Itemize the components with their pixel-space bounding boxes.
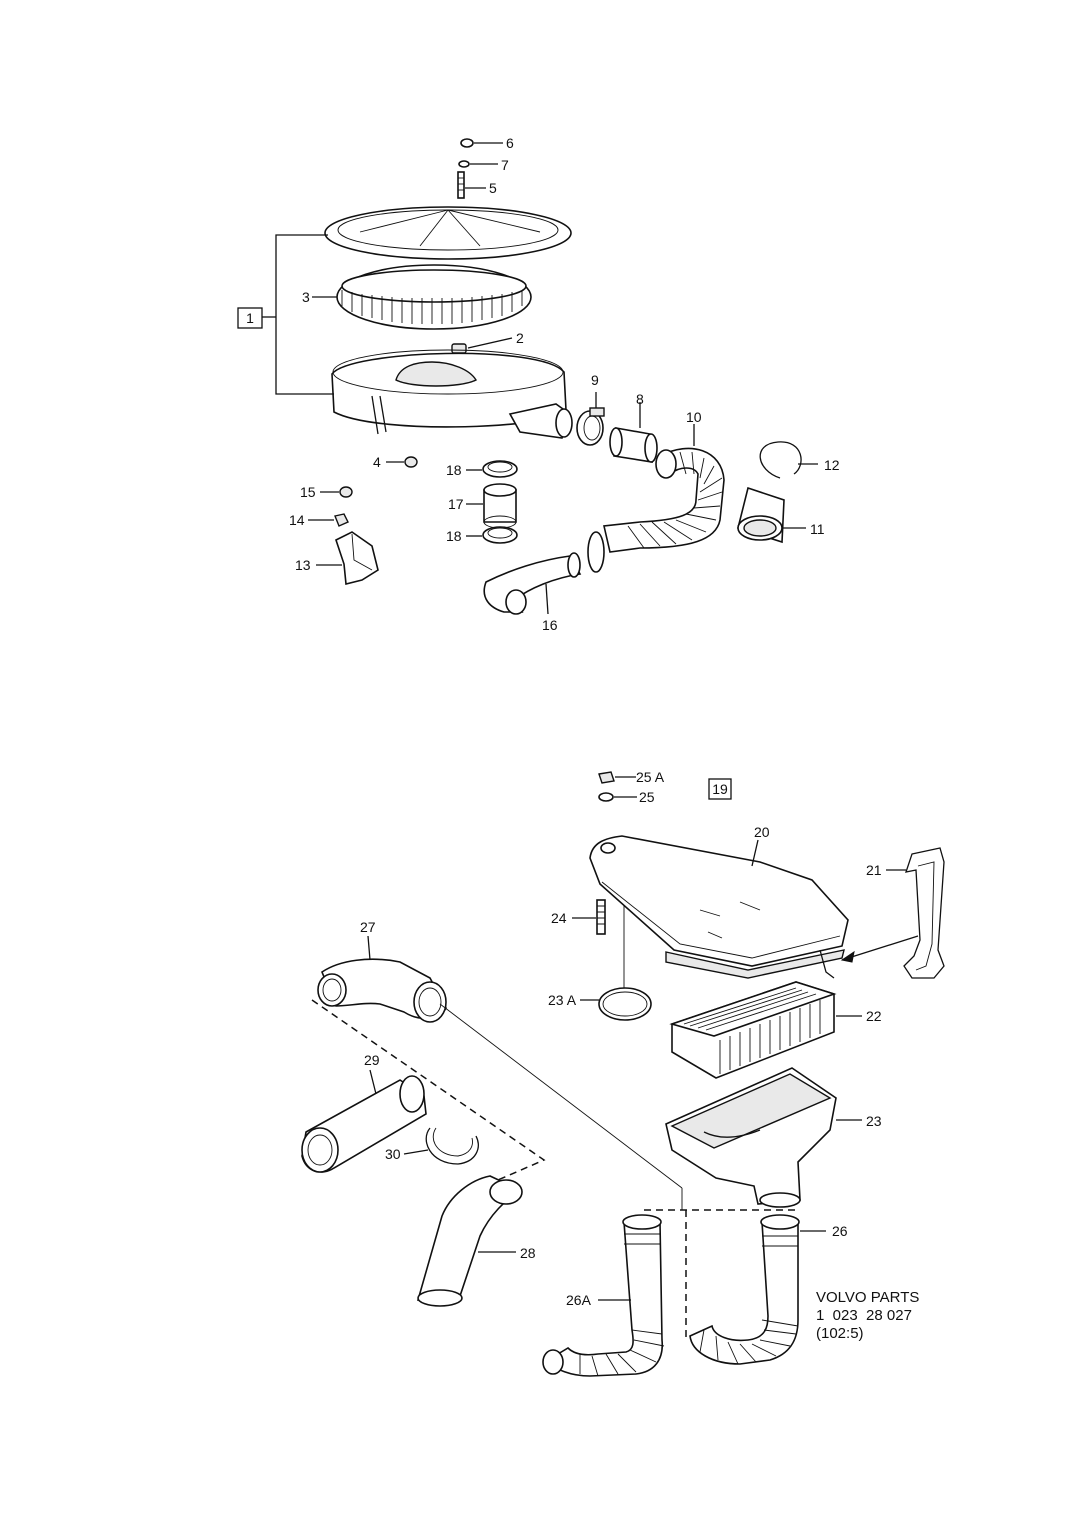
callout-25: 25 (639, 789, 655, 805)
callout-26: 26 (832, 1223, 848, 1239)
upper-assembly: 1 (237, 135, 840, 633)
callout-16: 16 (542, 617, 558, 633)
intake-pipe-26 (689, 1214, 826, 1365)
reference-line-1: VOLVO PARTS (816, 1289, 919, 1306)
assembly-bracket-1: 1 (237, 234, 334, 395)
hose-clamp-9 (576, 392, 605, 446)
duct-28 (416, 1175, 523, 1307)
callout-28: 28 (520, 1245, 536, 1261)
callout-23a: 23 A (548, 992, 577, 1008)
bracket-13 (316, 531, 379, 586)
callout-29: 29 (364, 1052, 380, 1068)
callout-25a: 25 A (636, 769, 665, 785)
washer-7 (458, 160, 498, 168)
air-cleaner-lid (324, 206, 572, 260)
callout-22: 22 (866, 1008, 882, 1024)
callout-3: 3 (302, 289, 310, 305)
sleeve-11 (737, 486, 806, 544)
callout-9: 9 (591, 372, 599, 388)
sleeve-8 (609, 402, 658, 463)
clamp-18-upper (466, 460, 518, 478)
callout-14: 14 (289, 512, 305, 528)
gasket-21 (840, 847, 945, 979)
callout-18-lower: 18 (446, 528, 462, 544)
intake-pipe-26a (542, 1214, 665, 1377)
reference-line-3: (102:5) (816, 1325, 864, 1342)
hose-17 (466, 483, 517, 529)
seal-ring-23a (580, 987, 652, 1021)
callout-17: 17 (448, 496, 464, 512)
nut-14 (308, 513, 349, 527)
callout-20: 20 (754, 824, 770, 840)
bolt-15 (320, 486, 353, 498)
callout-30: 30 (385, 1146, 401, 1162)
flex-hose-10 (587, 424, 725, 573)
reference-line-2: 1 023 28 027 (816, 1307, 912, 1324)
duct-29 (301, 1069, 427, 1173)
callout-27: 27 (360, 919, 376, 935)
filter-element-3 (312, 264, 532, 330)
valve-4 (386, 456, 418, 468)
nut-6 (460, 138, 503, 148)
callout-11: 11 (810, 521, 825, 537)
stud-5 (457, 171, 486, 199)
callout-23: 23 (866, 1113, 882, 1129)
filter-element-22 (669, 981, 862, 1079)
assembly-box-19: 19 (708, 778, 732, 800)
callout-12: 12 (824, 457, 840, 473)
housing-lower-23 (665, 1067, 862, 1208)
callout-21: 21 (866, 862, 882, 878)
washer-25 (598, 792, 637, 802)
air-cleaner-housing (331, 349, 573, 439)
callout-15: 15 (300, 484, 316, 500)
clip-30 (403, 1127, 479, 1165)
callout-10: 10 (686, 409, 702, 425)
lower-assembly: 19 (301, 769, 945, 1377)
clip-ring-12 (759, 441, 818, 479)
callout-8: 8 (636, 391, 644, 407)
callout-2: 2 (516, 330, 524, 346)
duct-27 (317, 935, 683, 1210)
clamp-18-lower (466, 526, 518, 544)
stud-24 (572, 899, 606, 935)
callout-19: 19 (712, 781, 728, 797)
callout-4: 4 (373, 454, 381, 470)
callout-13: 13 (295, 557, 311, 573)
callout-1: 1 (246, 310, 254, 326)
callout-7: 7 (501, 157, 509, 173)
intake-duct-16 (483, 552, 582, 615)
callout-24: 24 (551, 910, 567, 926)
callout-6: 6 (506, 135, 514, 151)
callout-18-upper: 18 (446, 462, 462, 478)
reference-block: VOLVO PARTS 1 023 28 027 (102:5) (816, 1289, 919, 1342)
callout-5: 5 (489, 180, 497, 196)
nut-25a (598, 771, 636, 784)
callout-26a: 26A (566, 1292, 592, 1308)
air-cleaner-cover-20 (589, 835, 849, 979)
